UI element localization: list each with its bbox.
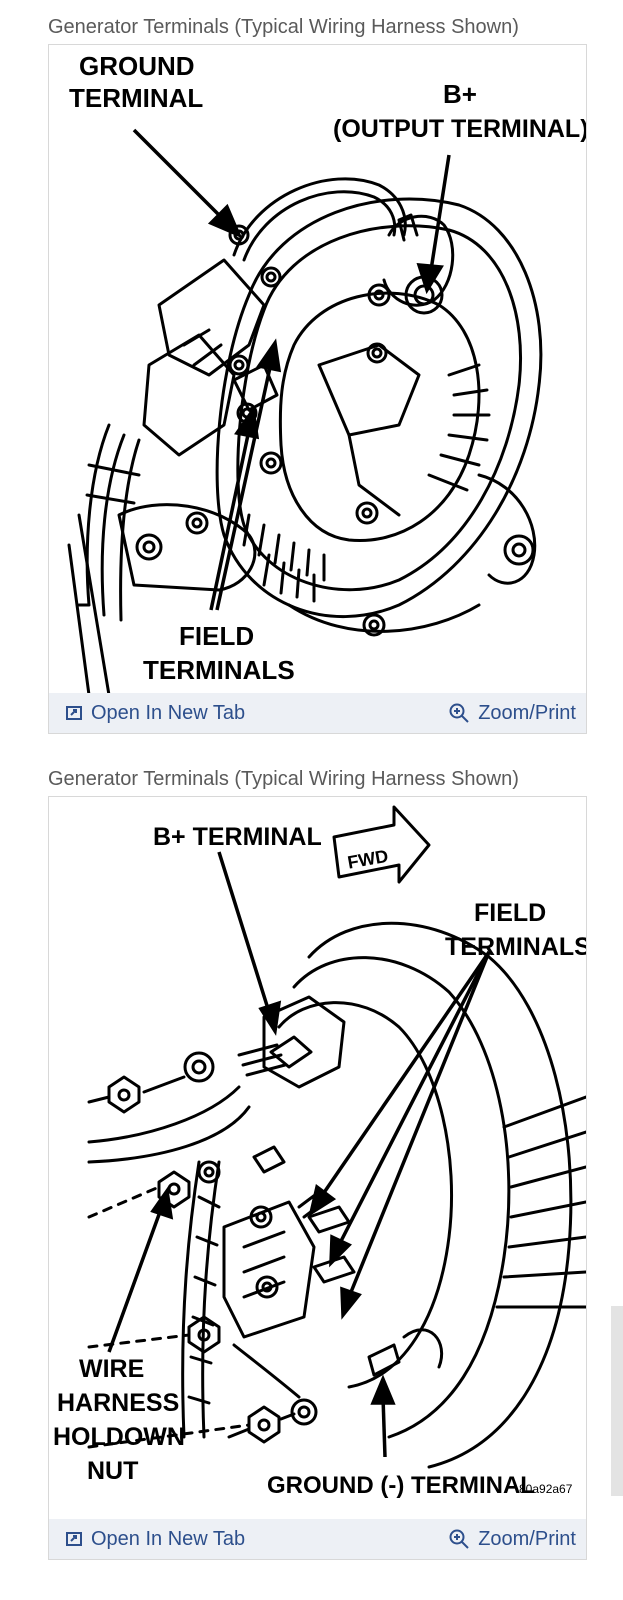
label-output-terminal: (OUTPUT TERMINAL) [333, 115, 586, 143]
label-wire-harness-4: NUT [87, 1457, 138, 1485]
label-ground-terminal: GROUND (-) TERMINAL [267, 1472, 535, 1499]
diagram-generator-terminals-2: B+ TERMINAL FWD FIELD TERMINALS WIRE HAR… [49, 797, 586, 1521]
zoom-print-link-2[interactable]: Zoom/Print [448, 1528, 576, 1551]
label-bplus-terminal: B+ TERMINAL [153, 823, 322, 851]
figure-card-1: GROUND TERMINAL B+ (OUTPUT TERMINAL) FIE… [48, 44, 587, 734]
label-field-terminals-2: TERMINALS [445, 933, 586, 961]
label-wire-harness-1: WIRE [79, 1355, 144, 1383]
zoom-print-label-2: Zoom/Print [478, 1527, 576, 1550]
scrollbar-handle[interactable] [611, 1306, 623, 1496]
figure-code: 80a92a67 [519, 1482, 573, 1496]
zoom-icon [449, 703, 469, 723]
figure-toolbar-1: Open In New Tab Zoom/Print [49, 693, 586, 733]
open-new-tab-icon [66, 1532, 82, 1546]
figure-toolbar-2: Open In New Tab Zoom/Print [49, 1519, 586, 1559]
open-in-new-tab-label-2: Open In New Tab [91, 1527, 246, 1550]
zoom-print-link-1[interactable]: Zoom/Print [448, 702, 576, 725]
open-in-new-tab-label-1: Open In New Tab [91, 701, 246, 724]
figure-caption-2: Generator Terminals (Typical Wiring Harn… [48, 768, 519, 790]
open-in-new-tab-link-2[interactable]: Open In New Tab [65, 1528, 245, 1551]
label-wire-harness-2: HARNESS [57, 1389, 179, 1417]
label-bplus-1: B+ [443, 79, 477, 109]
label-field-2: TERMINALS [143, 655, 295, 685]
zoom-print-label-1: Zoom/Print [478, 701, 576, 724]
open-new-tab-icon [66, 706, 82, 720]
diagram-generator-terminals-1: GROUND TERMINAL B+ (OUTPUT TERMINAL) FIE… [49, 45, 586, 695]
label-ground-terminal-2: TERMINAL [69, 83, 203, 113]
label-ground-terminal-1: GROUND [79, 51, 195, 81]
figure-caption-1: Generator Terminals (Typical Wiring Harn… [48, 16, 519, 38]
zoom-icon [449, 1529, 469, 1549]
open-in-new-tab-link-1[interactable]: Open In New Tab [65, 702, 245, 725]
figure-card-2: B+ TERMINAL FWD FIELD TERMINALS WIRE HAR… [48, 796, 587, 1560]
label-field-terminals-1: FIELD [474, 899, 546, 927]
label-field-1: FIELD [179, 621, 254, 651]
label-wire-harness-3: HOLDOWN [53, 1423, 185, 1451]
